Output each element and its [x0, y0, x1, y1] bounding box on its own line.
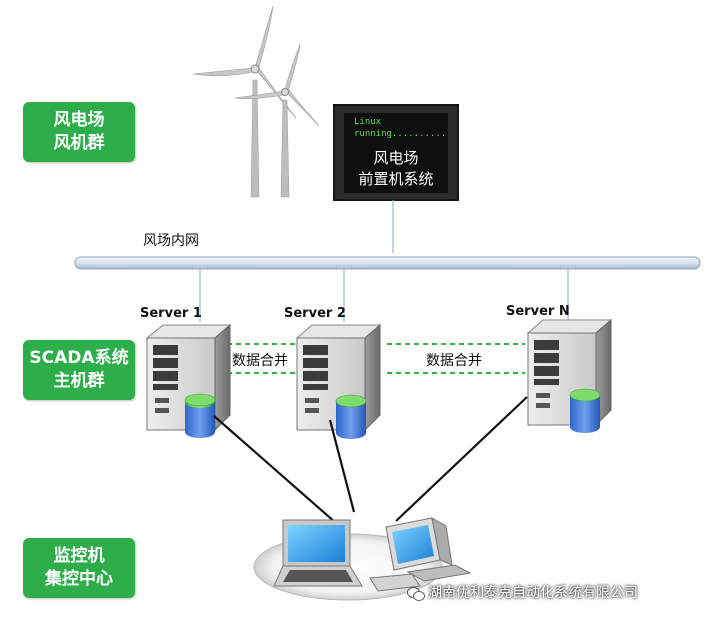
layer-label-scada: SCADA系统 主机群 [23, 340, 135, 400]
front-end-monitor [333, 104, 459, 253]
front-end-code-line2: running.......... [354, 129, 447, 139]
merge-links [227, 343, 525, 374]
server-1-tower [145, 323, 232, 438]
merge-label-2: 数据合并 [426, 353, 482, 369]
front-end-title: 风电场 前置机系统 [344, 148, 448, 190]
merge-label-1: 数据合并 [232, 353, 288, 369]
wechat-icon [407, 586, 425, 601]
server-1-label: Server 1 [140, 306, 202, 321]
layer-label-scada-line2: 主机群 [53, 371, 105, 391]
company-watermark: 湖南优利泰克自动化系统有限公司 [407, 582, 638, 602]
layer-label-monitor: 监控机 集控中心 [23, 538, 135, 598]
front-end-code-line1: Linux [354, 117, 382, 127]
monitor-links [213, 396, 528, 524]
layer-label-monitor-line2: 集控中心 [45, 569, 113, 589]
monitoring-station [253, 517, 472, 601]
wind-turbine-2 [234, 43, 320, 198]
layer-label-wind-farm-line2: 风机群 [53, 133, 105, 153]
intranet-bus [74, 256, 701, 270]
layer-label-scada-line1: SCADA系统 [29, 348, 129, 368]
wind-turbine-1 [192, 5, 297, 198]
server-2-tower [295, 323, 382, 439]
layer-label-wind-farm: 风电场 风机群 [23, 102, 135, 162]
layer-label-monitor-line1: 监控机 [53, 546, 105, 566]
watermark-text: 湖南优利泰克自动化系统有限公司 [428, 585, 638, 601]
front-end-title-line1: 风电场 [373, 149, 419, 167]
server-n-label: Server N [506, 304, 570, 319]
server-n-tower [526, 318, 613, 433]
bus-drops [199, 269, 569, 322]
layer-label-wind-farm-line1: 风电场 [53, 110, 105, 130]
front-end-title-line2: 前置机系统 [358, 170, 434, 188]
server-2-label: Server 2 [284, 306, 346, 321]
network-label: 风场内网 [143, 233, 199, 249]
